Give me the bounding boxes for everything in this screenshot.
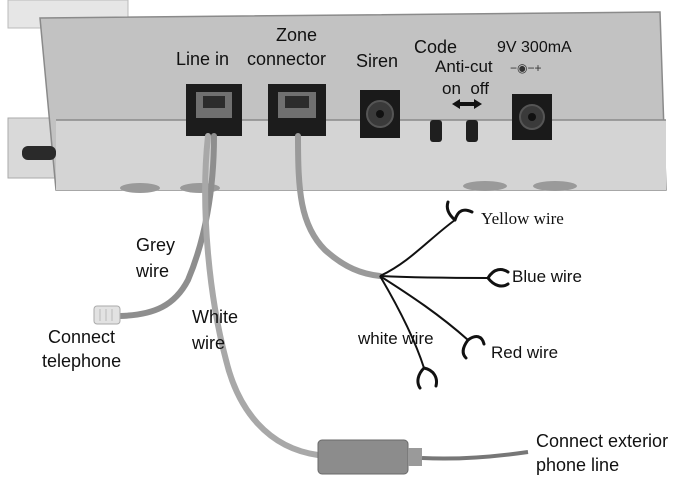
grey-wire-label-bottom: wire — [136, 261, 170, 281]
alarm-panel-device — [7, 0, 667, 193]
foot-3 — [463, 181, 507, 191]
anti-cut-switch — [466, 120, 478, 142]
telephone-plug-icon — [93, 305, 121, 325]
white-wire — [202, 133, 321, 458]
connect-exterior-top: Connect exterior — [536, 431, 669, 451]
blue-wire-line — [379, 275, 489, 279]
white-wire-label-bottom: wire — [192, 333, 226, 353]
fork-terminals — [416, 200, 510, 390]
side-screw — [22, 146, 56, 160]
zone-cable — [295, 133, 383, 279]
code-switch — [430, 120, 442, 142]
white-wire-label-top: White — [192, 307, 239, 327]
white-wire-label: white wire — [358, 329, 434, 348]
white-fork-icon — [416, 366, 438, 390]
yellow-fork-icon — [445, 200, 474, 222]
yellow-wire-line — [379, 219, 456, 277]
zone-label: Zone — [276, 25, 318, 45]
foot-4 — [533, 181, 577, 191]
connect-exterior-bottom: phone line — [536, 455, 620, 475]
switch-arrow-icon — [452, 99, 482, 109]
zone-fanout — [379, 219, 489, 369]
connector-label: connector — [247, 49, 327, 69]
siren-label: Siren — [356, 51, 399, 71]
white-wire-line — [379, 275, 425, 369]
line-in-jack — [186, 84, 242, 136]
power-spec-label: 9V 300mA — [497, 39, 572, 56]
connect-telephone-bottom: telephone — [42, 351, 122, 371]
exterior-line-connector — [317, 439, 422, 475]
blue-wire-label: Blue wire — [512, 267, 582, 286]
anti-cut-label: Anti-cut — [435, 57, 493, 76]
line-in-label: Line in — [176, 49, 230, 69]
red-fork-icon — [461, 335, 486, 360]
exterior-line-cable — [421, 450, 529, 461]
red-wire-line — [379, 275, 469, 341]
blue-fork-icon — [486, 268, 510, 288]
on-off-label: on off — [442, 79, 489, 98]
connect-telephone-top: Connect — [48, 327, 116, 347]
red-wire-label: Red wire — [491, 343, 559, 362]
code-label: Code — [414, 37, 458, 57]
siren-jack — [360, 90, 400, 138]
yellow-wire-label: Yellow wire — [481, 209, 564, 228]
grey-wire-label-top: Grey — [136, 235, 176, 255]
polarity-symbol: −◉−+ — [510, 61, 542, 75]
zone-connector-jack — [268, 84, 326, 136]
foot-1 — [120, 183, 160, 193]
power-jack — [512, 94, 552, 140]
grey-wire — [117, 133, 217, 319]
